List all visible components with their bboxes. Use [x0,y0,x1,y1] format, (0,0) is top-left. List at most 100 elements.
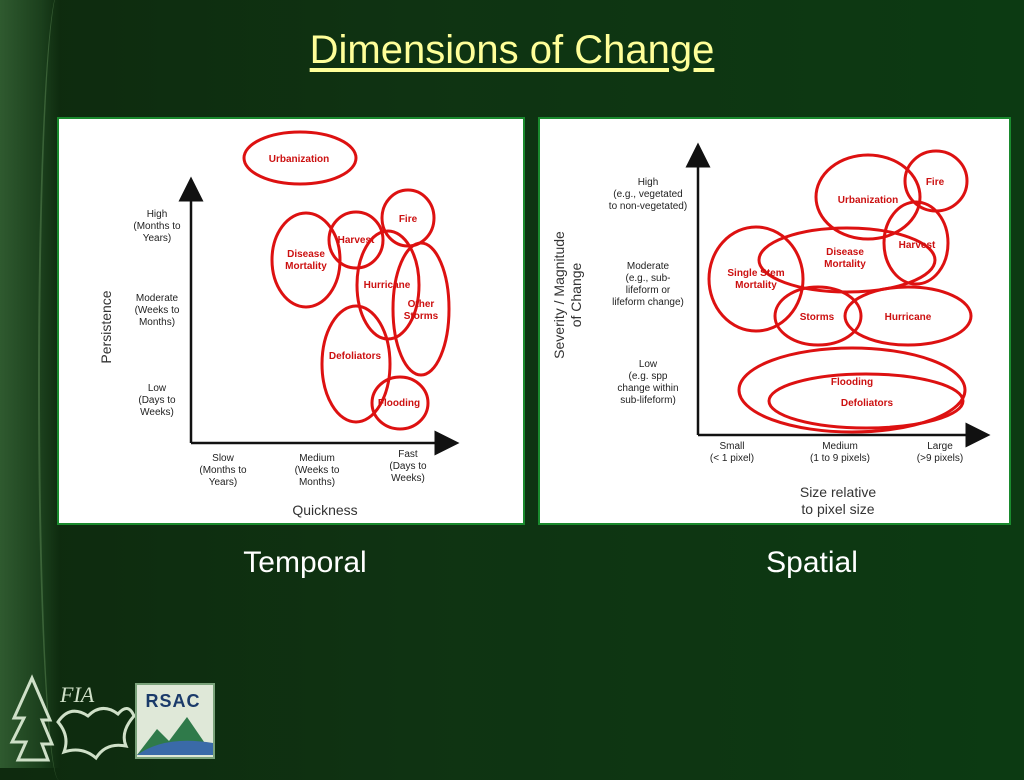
disease-mortality-ellipse [757,226,937,294]
fire-label-line: Fire [926,177,945,188]
temporal-caption: Temporal [243,546,367,579]
y-tick-label-line: (e.g. spp [629,371,668,382]
harvest-ellipse [327,210,385,270]
fire-label-line: Fire [399,214,418,225]
y-tick-label-line: Months) [139,317,175,328]
urbanization-ellipse [242,130,358,186]
urbanization-ellipse [814,153,922,241]
rsac-logo: RSAC [135,683,215,759]
x-tick-label-line: Weeks) [391,473,425,484]
y-axis-title-group: Severity / Magnitudeof Change [551,231,584,359]
flooding-ellipse [370,375,430,431]
x-tick-label-line: (Days to [389,461,427,472]
y-axis-title: Severity / Magnitudeof Change [551,231,584,359]
y-tick-label-line: lifeform or [626,285,671,296]
y-tick-label-line: change within [617,383,678,394]
harvest-label: Harvest [899,240,936,251]
x-tick-label-line: Large [927,441,953,452]
harvest-label-line: Harvest [338,235,375,246]
x-tick-label-line: Months) [299,477,335,488]
other-storms-ellipse [391,241,451,377]
defoliators-label: Defoliators [329,351,382,362]
y-tick-label-line: Moderate [136,293,179,304]
flooding-label-line: Flooding [831,377,873,388]
fire-label: Fire [926,177,945,188]
x-axis-title-line: Size relative [800,484,876,500]
x-tick-label-line: (< 1 pixel) [710,453,754,464]
fia-logo-text: FIA [59,682,95,707]
x-tick-label-line: Medium [299,453,335,464]
y-tick-label-line: sub-lifeform) [620,395,676,406]
x-tick-label: Large(>9 pixels) [917,441,963,464]
hurricane-label: Hurricane [885,312,932,323]
defoliators-label: Defoliators [841,398,894,409]
x-tick-label-line: (>9 pixels) [917,453,963,464]
y-tick-label-line: to non-vegetated) [609,201,687,212]
y-axis-title-line: Severity / Magnitude [551,231,567,359]
slide-title: Dimensions of Change [309,28,715,72]
x-tick-label: Small(< 1 pixel) [710,441,754,464]
x-tick-label-line: Small [719,441,744,452]
defoliators-label-line: Defoliators [841,398,894,409]
y-tick-label-line: (e.g., sub- [625,273,670,284]
harvest-ellipse [882,200,950,286]
flooding-label-line: Flooding [378,398,420,409]
y-tick-label-line: Moderate [627,261,670,272]
flooding-label: Flooding [378,398,420,409]
x-axis-title: Quickness [292,502,357,518]
urbanization-label: Urbanization [838,195,899,206]
defoliators-label-line: Defoliators [329,351,382,362]
y-tick-label-line: Low [639,359,658,370]
storms-label-line: Storms [800,312,835,323]
x-tick-label-line: Slow [212,453,234,464]
y-tick-label-line: (Months to [133,221,181,232]
x-tick-label-line: Fast [398,449,418,460]
x-tick-label-line: (1 to 9 pixels) [810,453,870,464]
flooding-label: Flooding [831,377,873,388]
defoliators-ellipse [320,304,392,424]
y-axis-title-line: of Change [568,262,584,327]
y-tick-label-line: (Days to [138,395,176,406]
x-tick-label-line: Years) [209,477,238,488]
hurricane-label-line: Hurricane [364,280,411,291]
y-tick-label-line: (Weeks to [135,305,180,316]
storms-label: Storms [800,312,835,323]
other-storms-label-line: Other [408,299,435,310]
y-tick-label-line: High [638,177,659,188]
disease-mortality-label-line: Disease [826,247,864,258]
urbanization-label: Urbanization [269,154,330,165]
storms-ellipse [773,285,863,347]
fire-label: Fire [399,214,418,225]
fia-logo: FIA [9,674,136,762]
x-tick-label-line: (Months to [199,465,247,476]
single-stem-mortality-label-line: Mortality [735,280,777,291]
hurricane-ellipse [843,285,973,347]
rsac-logo-text: RSAC [145,691,201,711]
harvest-label: Harvest [338,235,375,246]
hurricane-label-line: Hurricane [885,312,932,323]
y-tick-label-line: Weeks) [140,407,174,418]
left-decor-curve [38,0,80,780]
spatial-caption: Spatial [766,546,858,579]
x-tick-label: Medium(1 to 9 pixels) [810,441,870,464]
urbanization-label-line: Urbanization [838,195,899,206]
flooding-ellipse [737,346,967,434]
x-tick-label-line: Medium [822,441,858,452]
y-tick-label-line: Years) [143,233,172,244]
rsac-mountain-icon [137,717,213,755]
